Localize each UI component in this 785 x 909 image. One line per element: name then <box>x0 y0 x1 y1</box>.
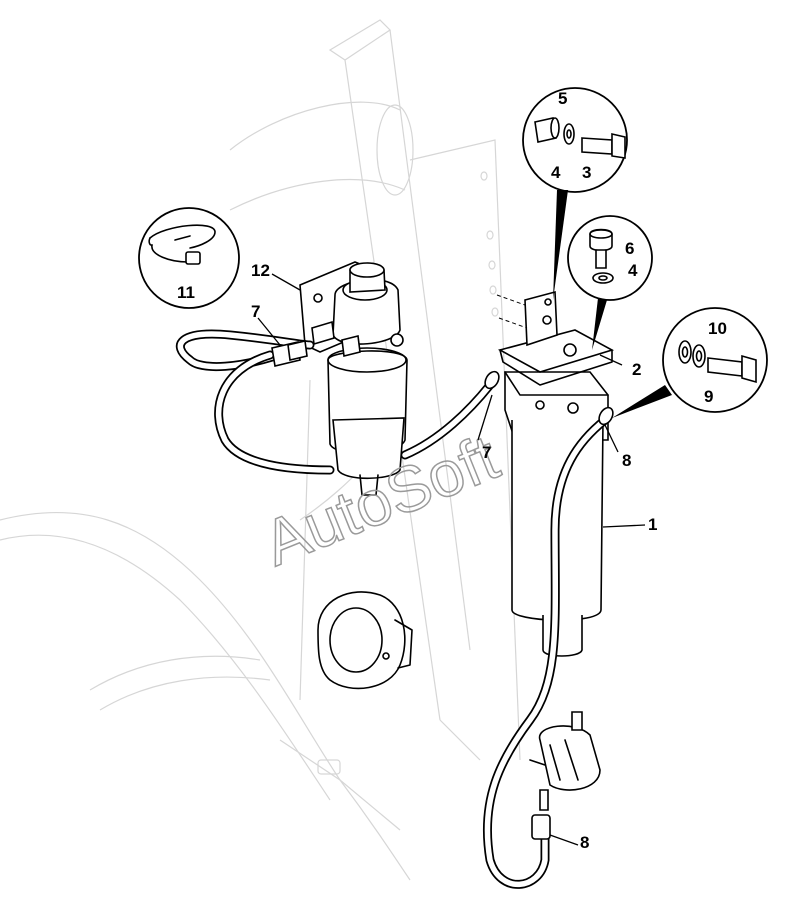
label-part-9: 9 <box>704 387 713 406</box>
label-part-7-left: 7 <box>251 302 260 321</box>
label-part-7-right: 7 <box>482 443 491 462</box>
callout-cable-tie <box>138 207 240 309</box>
frame-clamp <box>317 591 413 690</box>
label-part-8-bottom: 8 <box>580 833 589 852</box>
label-part-5: 5 <box>558 89 567 108</box>
part-labels: 5 4 3 6 4 2 10 9 8 1 8 12 7 7 11 <box>177 89 727 852</box>
callout-bolt-washer <box>567 215 653 350</box>
label-part-10: 10 <box>708 319 727 338</box>
label-part-4-top: 4 <box>551 163 561 182</box>
label-part-4-middle: 4 <box>628 261 638 280</box>
label-part-12: 12 <box>251 261 270 280</box>
leader-lines <box>257 273 646 846</box>
callout-bolt-nut-washer <box>522 87 628 300</box>
water-separator-filter <box>299 261 408 496</box>
label-part-6: 6 <box>625 239 634 258</box>
label-part-1: 1 <box>648 515 657 534</box>
label-part-3: 3 <box>582 163 591 182</box>
alignment-line <box>498 317 528 329</box>
label-part-11: 11 <box>177 283 195 302</box>
fuel-hoses <box>175 329 614 889</box>
callout-bolt-washers <box>612 307 768 418</box>
mounting-bracket <box>497 290 615 386</box>
label-part-2: 2 <box>632 360 641 379</box>
background-frame <box>0 19 521 881</box>
label-part-8-top: 8 <box>622 451 631 470</box>
alignment-line <box>496 294 526 306</box>
lift-pump <box>529 711 601 811</box>
